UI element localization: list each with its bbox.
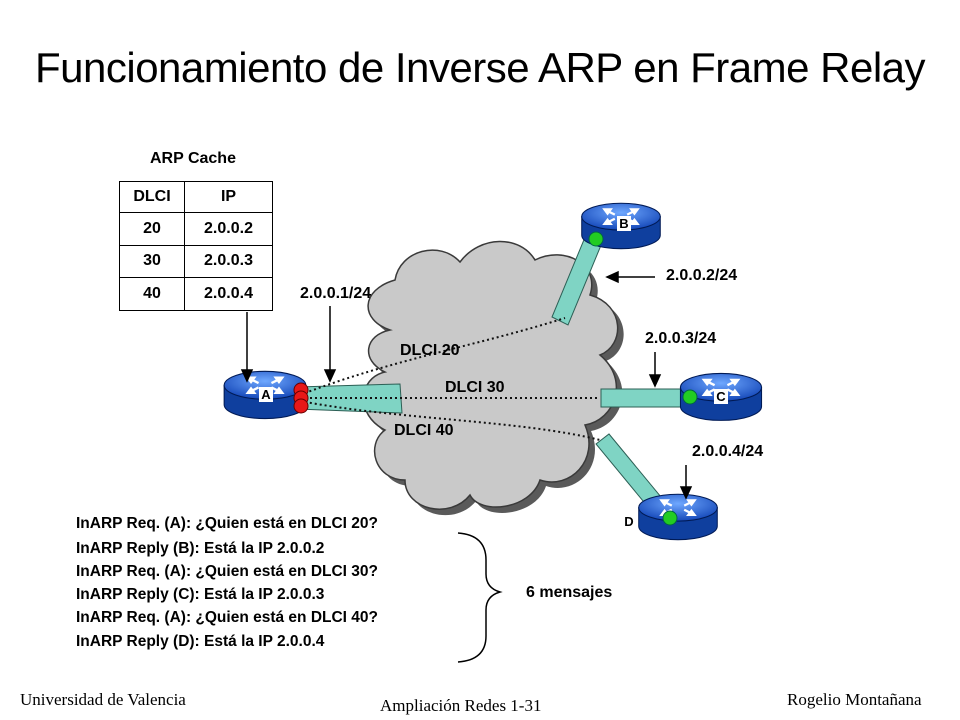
dlci-40-label: DLCI 40: [394, 422, 454, 439]
message-line: InARP Reply (B): Está la IP 2.0.0.2: [76, 540, 325, 557]
address-c: 2.0.0.3/24: [645, 330, 717, 347]
dlci-20-label: DLCI 20: [400, 342, 460, 359]
router-a-label: A: [259, 387, 273, 402]
table-row: 20 2.0.0.2: [119, 212, 273, 246]
messages-total: 6 mensajes: [526, 584, 613, 601]
virtual-circuits: [299, 317, 601, 441]
arp-cache-caption: ARP Cache: [150, 150, 236, 167]
arp-cache-header-row: DLCI IP: [119, 181, 273, 213]
table-row: 30 2.0.0.3: [119, 244, 273, 279]
message-line: InARP Reply (C): Está la IP 2.0.0.3: [76, 586, 325, 603]
footer-right: Rogelio Montañana: [787, 690, 922, 709]
arp-cache-table: DLCI IP 20 2.0.0.2 30 2.0.0.3 40 2.0.0.4: [119, 181, 273, 311]
arp-cell-dlci: 30: [119, 244, 185, 279]
arrows: [240, 270, 693, 500]
message-line: InARP Req. (A): ¿Quien está en DLCI 40?: [76, 609, 379, 626]
router-d[interactable]: [637, 493, 719, 541]
router-d-port: [662, 510, 678, 526]
arp-cell-ip: 2.0.0.3: [184, 244, 273, 279]
arp-cell-dlci: 20: [119, 212, 185, 246]
message-line: InARP Reply (D): Está la IP 2.0.0.4: [76, 633, 325, 650]
message-line: InARP Req. (A): ¿Quien está en DLCI 20?: [76, 515, 379, 532]
arp-cell-ip: 2.0.0.4: [184, 277, 273, 311]
arp-cell-ip: 2.0.0.2: [184, 212, 273, 246]
table-row: 40 2.0.0.4: [119, 277, 273, 311]
router-d-label: D: [622, 514, 636, 529]
arp-header-dlci: DLCI: [119, 181, 185, 213]
footer-left: Universidad de Valencia: [20, 690, 186, 709]
message-line: InARP Req. (A): ¿Quien está en DLCI 30?: [76, 563, 379, 580]
router-b-label: B: [617, 216, 631, 231]
router-a-ports: [293, 382, 309, 414]
dlci-30-label: DLCI 30: [445, 379, 505, 396]
router-b-port: [588, 231, 604, 247]
router-c-label: C: [714, 389, 728, 404]
arp-header-ip: IP: [184, 181, 273, 213]
footer-center: Ampliación Redes 1-31: [380, 696, 542, 715]
address-b: 2.0.0.2/24: [666, 267, 738, 284]
slide-title: Funcionamiento de Inverse ARP en Frame R…: [34, 44, 926, 91]
address-a: 2.0.0.1/24: [300, 285, 372, 302]
address-d: 2.0.0.4/24: [692, 443, 764, 460]
messages-brace: [457, 532, 503, 663]
arp-cell-dlci: 40: [119, 277, 185, 311]
router-c-port: [682, 389, 698, 405]
